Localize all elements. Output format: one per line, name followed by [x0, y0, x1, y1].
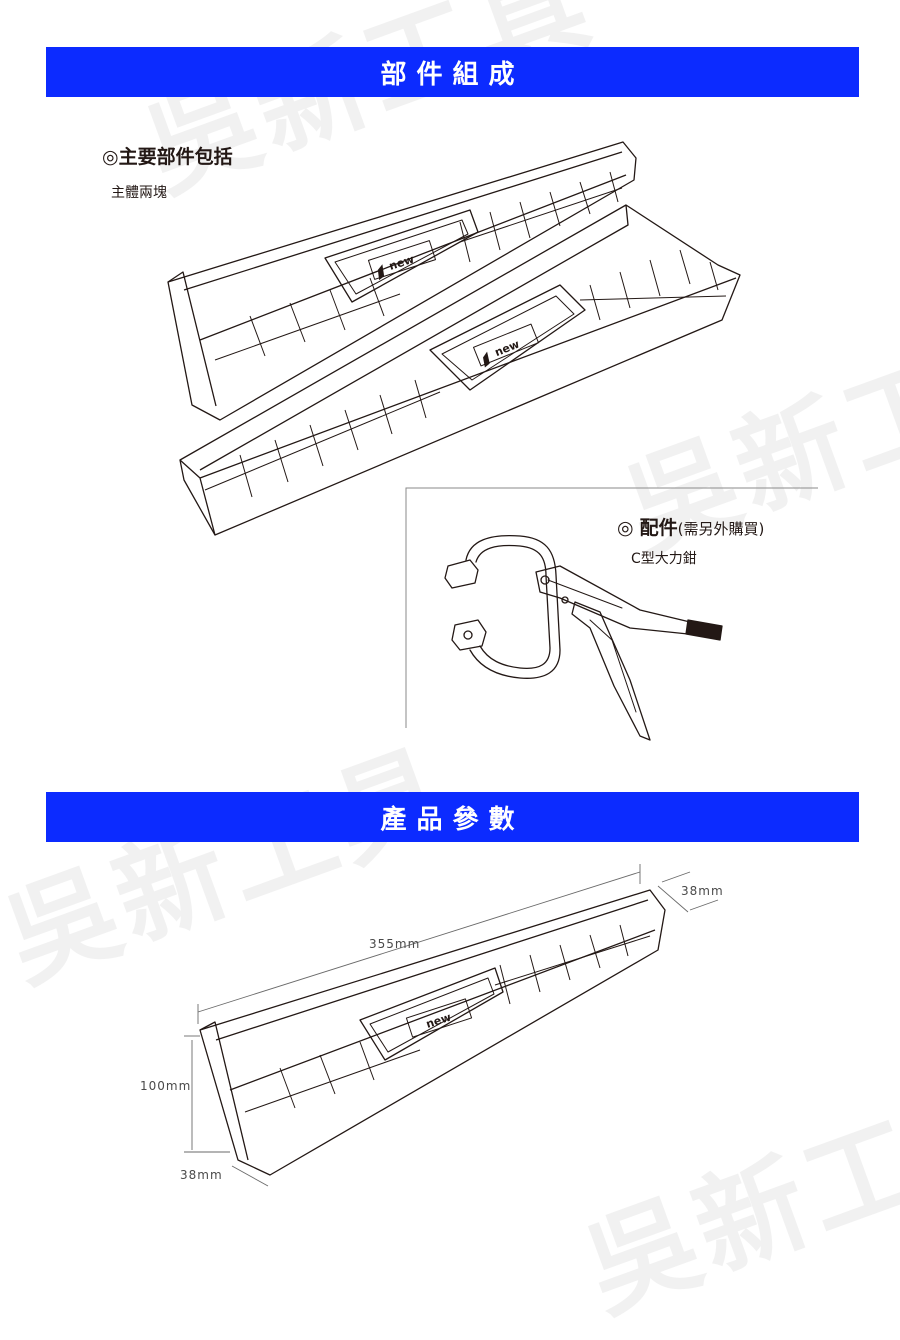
- dimension-bottom-width-label: 38mm: [180, 1168, 223, 1182]
- dimension-top-width-label: 38mm: [681, 884, 724, 898]
- main-parts-text: 主體兩塊: [111, 185, 167, 201]
- accessory-heading-prefix: ◎: [617, 517, 640, 539]
- dimension-height-label: 100mm: [140, 1079, 192, 1093]
- section-banner-specs: 產品參數: [46, 792, 859, 842]
- accessory-heading-title: 配件: [639, 517, 678, 539]
- product-dimension-illustration: new: [184, 864, 719, 1187]
- section-title-parts: 部件組成: [380, 59, 525, 90]
- c-clamp-illustration: [444, 534, 723, 741]
- accessory-frame: [405, 487, 818, 728]
- accessory-heading-note: (需另外購買): [677, 520, 765, 538]
- section-title-specs: 產品參數: [380, 804, 525, 835]
- dimension-length-label: 355mm: [369, 937, 421, 951]
- logo-text: new: [424, 1011, 452, 1031]
- main-parts-heading: ◎主要部件包括: [102, 146, 233, 168]
- accessory-heading: ◎ 配件(需另外購買): [617, 513, 764, 540]
- section-banner-parts: 部件組成: [46, 47, 859, 97]
- product-parts-illustration: new new: [167, 141, 741, 536]
- accessory-text: C型大力鉗: [631, 551, 697, 567]
